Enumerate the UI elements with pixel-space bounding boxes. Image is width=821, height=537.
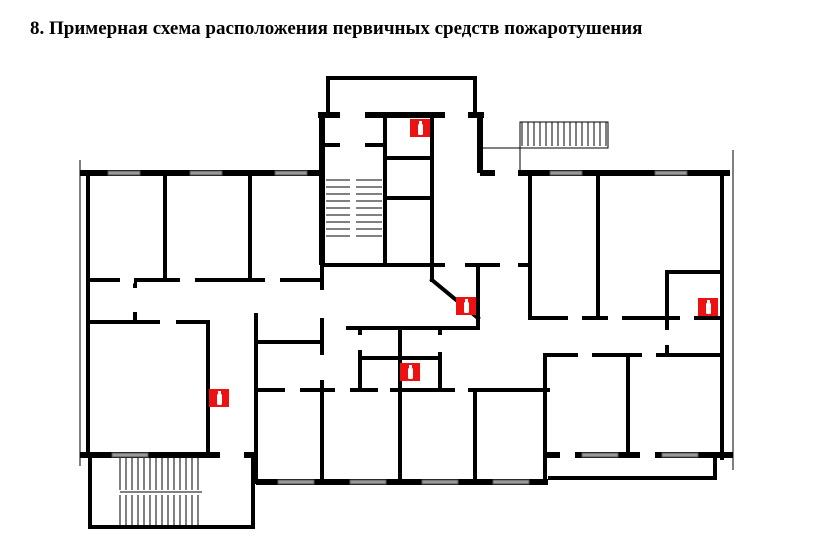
doors [120, 111, 694, 459]
stair-outline [483, 121, 609, 173]
windows [107, 170, 699, 485]
extinguishers [209, 119, 718, 407]
page-title: 8. Примерная схема расположения первичны… [30, 18, 643, 39]
fire-extinguisher-icon [410, 119, 430, 137]
fire-extinguisher-icon [456, 297, 476, 315]
fire-extinguisher-icon [698, 298, 718, 316]
walls [80, 76, 733, 529]
fire-extinguisher-icon [400, 363, 420, 381]
staircases [119, 121, 609, 527]
outer-thin-lines [79, 150, 734, 470]
fire-extinguisher-icon [209, 389, 229, 407]
